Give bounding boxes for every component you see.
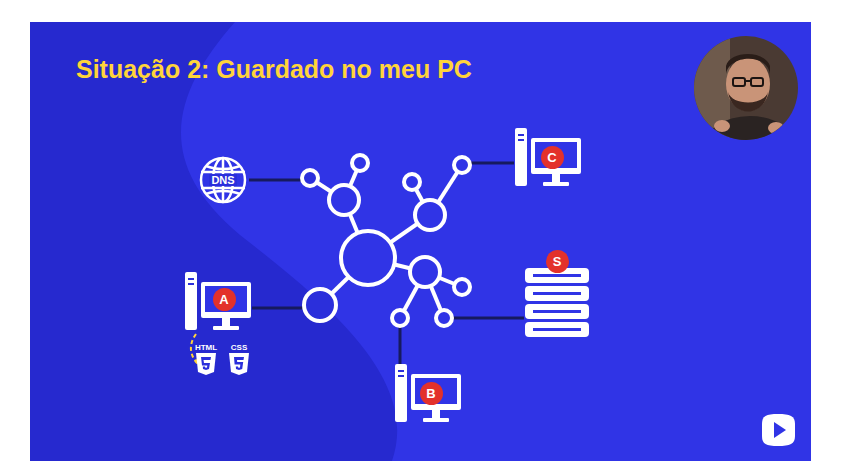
badge-letter: C bbox=[547, 150, 556, 165]
badge-letter: A bbox=[219, 292, 228, 307]
badge-letter: B bbox=[426, 386, 435, 401]
computer-a bbox=[185, 272, 251, 330]
badge-letter: S bbox=[553, 254, 562, 269]
slide-title: Situação 2: Guardado no meu PC bbox=[76, 55, 472, 84]
css3-shield bbox=[229, 353, 249, 375]
network-hub bbox=[302, 155, 470, 326]
callout-badge: B bbox=[420, 382, 443, 405]
computer-c bbox=[515, 128, 581, 186]
dns-globe: DNS bbox=[198, 155, 248, 205]
webcam-presenter bbox=[690, 30, 802, 184]
slide-background bbox=[30, 22, 811, 461]
background-blob bbox=[30, 22, 397, 461]
computer-b bbox=[395, 364, 461, 422]
globe-label: DNS bbox=[209, 174, 236, 186]
callout-badge: S bbox=[546, 250, 569, 273]
icon-label: HTML bbox=[195, 343, 217, 352]
icon-label: CSS bbox=[231, 343, 247, 352]
callout-badge: C bbox=[541, 146, 564, 169]
server-rack bbox=[525, 268, 589, 337]
html5-shield bbox=[196, 353, 216, 375]
network-wires bbox=[249, 163, 524, 364]
callout-badge: A bbox=[213, 288, 236, 311]
video-logo bbox=[762, 414, 795, 446]
